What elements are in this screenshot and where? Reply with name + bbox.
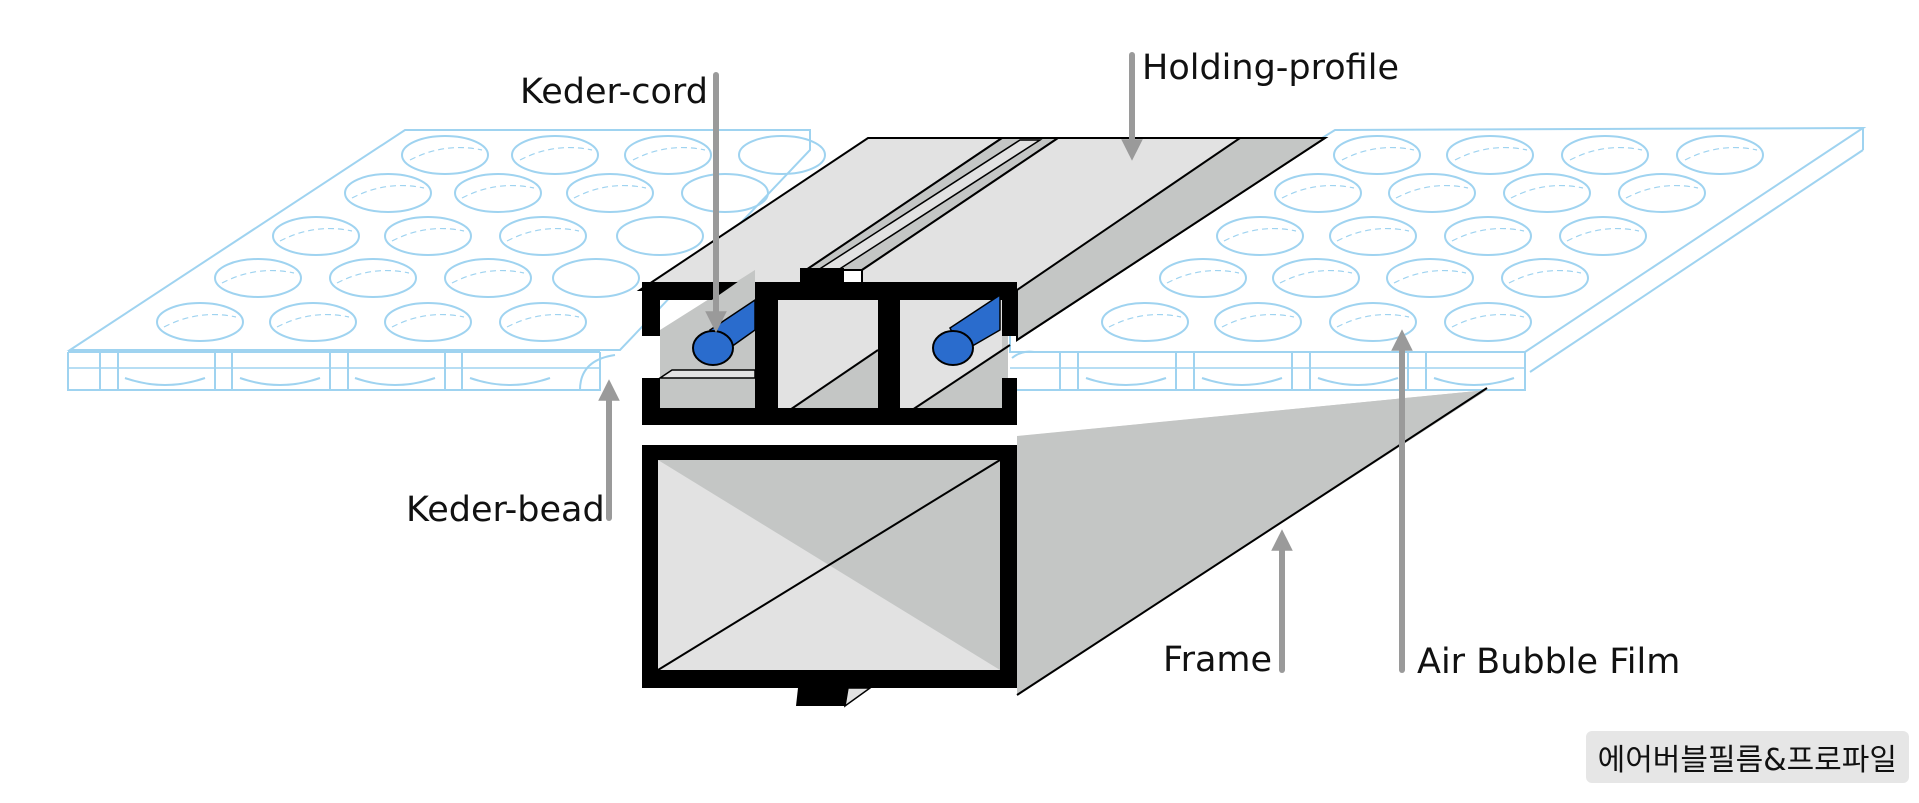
callout-arrows: [598, 52, 1413, 673]
caption-badge: 에어버블필름&프로파일: [1585, 731, 1909, 783]
label-holding-profile: Holding-profile: [1142, 48, 1399, 88]
left-bubble-film: [66, 129, 826, 391]
holding-cross-section: [642, 282, 1017, 425]
label-keder-bead: Keder-bead: [406, 490, 605, 530]
keder-cord-right: [932, 293, 1001, 366]
left-film-bubbles: [156, 135, 826, 342]
holding-profile: [636, 137, 1329, 425]
label-air-bubble-film: Air Bubble Film: [1417, 642, 1680, 682]
left-film-partitions: [99, 352, 616, 391]
label-keder-cord: Keder-cord: [520, 72, 708, 112]
right-film-bubbles: [1101, 135, 1764, 342]
right-film-partitions: [1011, 350, 1515, 390]
label-frame: Frame: [1163, 640, 1272, 680]
frame-profile: [642, 387, 1488, 708]
